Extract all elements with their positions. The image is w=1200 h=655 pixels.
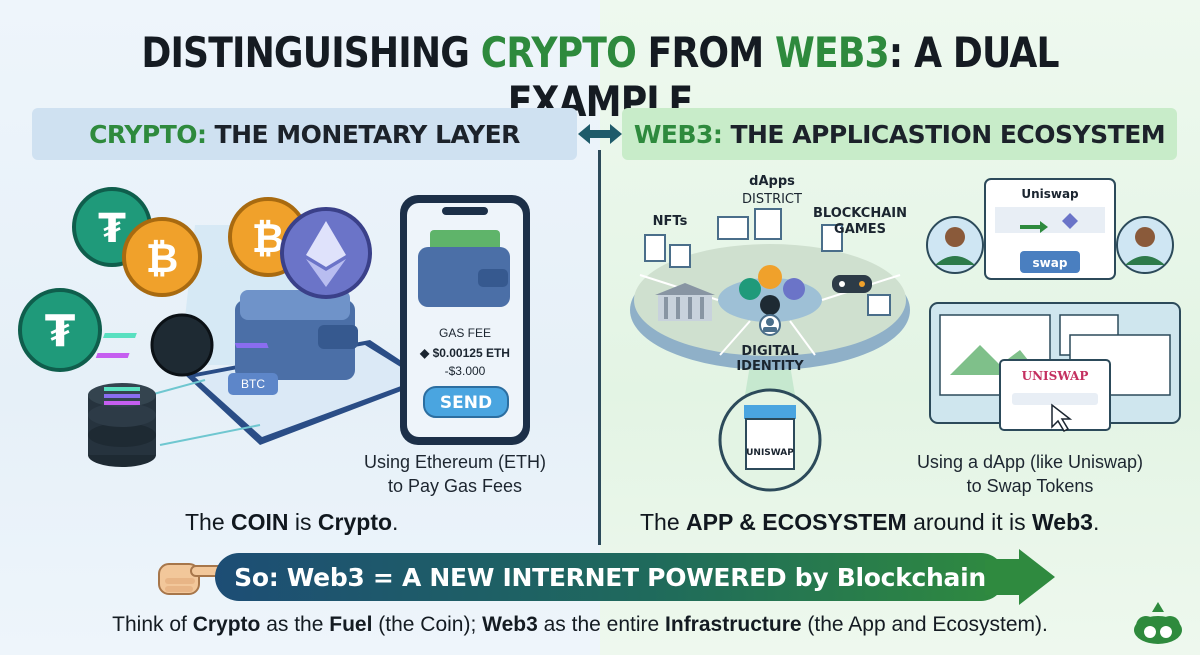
web3-illustration: NFTs dApps DISTRICT BLOCKCHAIN GAMES DIG…	[630, 174, 1181, 492]
crypto-banner-accent: CRYPTO:	[89, 119, 207, 149]
formula-banner: So: Web3 = A NEW INTERNET POWERED by Blo…	[215, 549, 1055, 605]
send-button[interactable]: SEND	[423, 386, 509, 418]
svg-text:₮: ₮	[45, 306, 76, 357]
crypto-summary: The COIN is Crypto.	[185, 509, 399, 535]
dapps-label: dApps	[749, 174, 795, 189]
uniswap-browser-window[interactable]: UNISWAP	[999, 359, 1111, 432]
svg-text:₿: ₿	[252, 216, 285, 262]
uniswap-storefront-icon: UNISWAP	[718, 388, 822, 492]
crypto-banner: CRYPTO: THE MONETARY LAYER	[32, 108, 577, 160]
svg-text:₿: ₿	[146, 236, 179, 282]
footer-text: Think of Crypto as the Fuel (the Coin); …	[112, 613, 1048, 636]
games-label: GAMES	[834, 222, 886, 237]
svg-text:SEND: SEND	[440, 393, 492, 413]
title-crypto-word: CRYPTO	[480, 28, 637, 77]
bank-icon	[655, 283, 715, 321]
bitcoin-coin-icon: ₿	[122, 217, 202, 297]
user-avatar	[1116, 216, 1174, 274]
gas-fee-fiat: -$3.000	[445, 364, 486, 378]
web3-banner-accent: WEB3:	[633, 119, 723, 149]
formula-text: So: Web3 = A NEW INTERNET POWERED by Blo…	[215, 553, 1005, 601]
svg-text:₮: ₮	[98, 206, 126, 252]
game-controller-icon	[832, 275, 872, 293]
gas-fee-value: ◆ $0.00125 ETH	[419, 346, 510, 360]
crypto-illustration: BTC ₮ ₮ ₿ ₿	[18, 187, 530, 467]
tether-coin-icon: ₮	[18, 288, 102, 372]
district-label: DISTRICT	[742, 192, 802, 207]
web3-banner: WEB3: THE APPLICASTION ECOSYSTEM	[622, 108, 1177, 160]
uniswap-swap-card: Uniswap	[984, 178, 1116, 280]
title-web3-word: WEB3	[775, 28, 890, 77]
web3-caption: Using a dApp (like Uniswap) to Swap Toke…	[916, 452, 1144, 496]
identity-label: IDENTITY	[736, 359, 804, 374]
web3-banner-text: THE APPLICASTION ECOSYSTEM	[730, 119, 1166, 149]
user-avatar	[926, 216, 984, 274]
crypto-banner-text: THE MONETARY LAYER	[214, 119, 521, 149]
swap-button[interactable]: swap	[1020, 251, 1080, 273]
blockchain-label: BLOCKCHAIN	[813, 206, 907, 221]
phone-mockup	[400, 195, 530, 445]
center-divider	[598, 150, 601, 545]
svg-text:UNISWAP: UNISWAP	[746, 448, 794, 458]
svg-text:Uniswap: Uniswap	[1021, 187, 1079, 201]
pointing-hand-icon	[158, 563, 232, 595]
nfts-label: NFTs	[653, 214, 688, 229]
svg-text:BTC: BTC	[241, 377, 265, 391]
crypto-caption: Using Ethereum (ETH) to Pay Gas Fees	[363, 452, 547, 496]
web3-summary: The APP & ECOSYSTEM around it is Web3.	[640, 509, 1100, 535]
double-arrow-icon	[578, 124, 622, 144]
solana-coin-icon	[95, 313, 269, 377]
digital-identity-icon	[759, 314, 781, 336]
svg-text:swap: swap	[1033, 256, 1068, 270]
gas-fee-label: GAS FEE	[439, 326, 491, 340]
solana-coin-stack-icon	[88, 383, 156, 467]
page-title: DISTINGUISHING CRYPTO FROM WEB3: A DUAL …	[141, 28, 1059, 126]
brand-logo-icon	[1134, 602, 1182, 644]
digital-label: DIGITAL	[741, 344, 798, 359]
svg-text:UNISWAP: UNISWAP	[1022, 369, 1089, 383]
ethereum-coin-icon	[280, 207, 372, 299]
arrow-right-icon	[985, 549, 1055, 605]
btc-chip: BTC	[228, 373, 278, 395]
